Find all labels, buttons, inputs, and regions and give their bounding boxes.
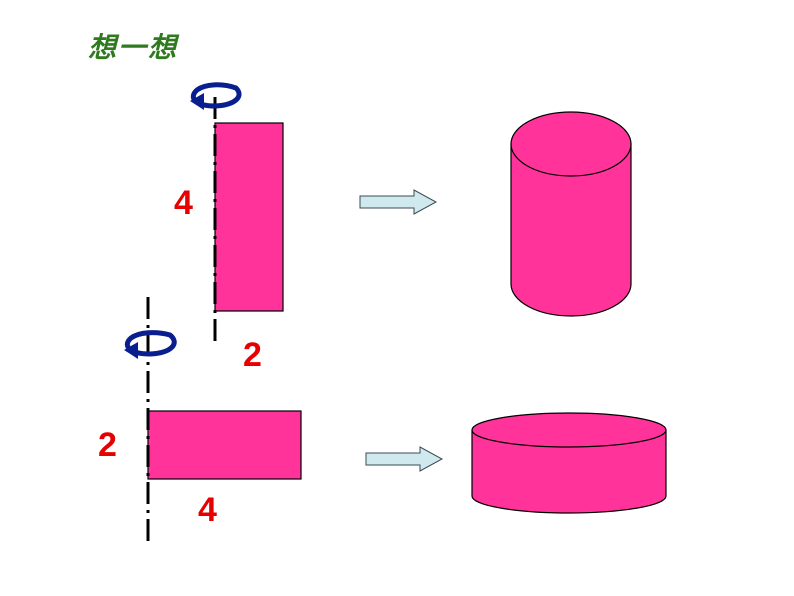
figure2-rotation-arrowhead-icon xyxy=(124,342,138,359)
page-title: 想一想 xyxy=(88,31,179,64)
figure1-height-label: 4 xyxy=(174,184,193,222)
figure1-rectangle xyxy=(214,122,284,312)
cylinder-flat-body xyxy=(471,429,667,514)
cylinder-tall xyxy=(510,111,632,317)
figure2-height-label: 2 xyxy=(98,426,117,464)
cylinder-tall-top xyxy=(510,111,632,177)
figure2-rectangle-group xyxy=(124,297,302,543)
figure1-rectangle-group xyxy=(190,82,284,342)
cylinder-flat xyxy=(471,412,667,514)
figure1-width-label: 2 xyxy=(243,336,262,374)
cylinder-flat-top xyxy=(471,412,667,448)
cylinder-tall-body xyxy=(510,143,632,317)
figure2-transform-arrow-icon xyxy=(365,446,444,472)
figure2-rectangle xyxy=(147,410,302,480)
figure1-transform-arrow-icon xyxy=(359,189,438,215)
figure1-rotation-arrowhead-icon xyxy=(190,93,204,110)
figure2-width-label: 4 xyxy=(198,491,217,529)
